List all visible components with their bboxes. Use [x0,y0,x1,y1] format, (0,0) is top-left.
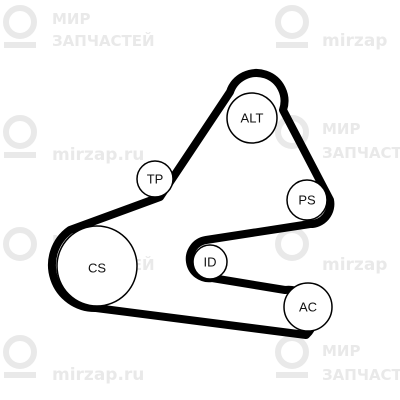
watermark-layer: МИР ЗАПЧАСТЕЙ mirzap mirzap.ru МИР ЗАПЧА… [3,5,400,385]
watermark-top-left: МИР ЗАПЧАСТЕЙ [3,5,155,50]
watermark-ru-line2: ЗАПЧАСТЕЙ [322,365,400,384]
pulley-id-label: ID [204,255,217,270]
pulley-ac-circle [283,282,333,332]
watermark-logo-icon [3,227,37,261]
watermark-ru-line1: МИР [322,120,360,138]
watermark-domain: mirzap.ru [52,365,144,385]
pulleys: ALT TP PS CS ID AC [56,92,333,332]
watermark-mid-right: МИР ЗАПЧАСТЕЙ [275,115,400,162]
watermark-bottom-right: МИР ЗАПЧАСТЕЙ [275,335,400,384]
watermark-bottom-left: mirzap.ru [3,335,144,385]
watermark-lower-right: mirzap [275,227,387,275]
pulley-ps: PS [286,179,328,221]
watermark-logo-icon [275,335,309,369]
watermark-logo-base-icon [4,42,36,48]
watermark-mid-left: mirzap.ru [3,115,144,165]
watermark-domain: mirzap.ru [52,145,144,165]
pulley-ac: AC [283,282,333,332]
pulley-ac-label: AC [299,300,317,315]
watermark-logo-base-icon [276,372,308,378]
watermark-logo-icon [275,5,309,39]
watermark-logo-icon [3,115,37,149]
watermark-domain-short: mirzap [322,31,387,51]
pulley-cs: CS [56,225,138,307]
pulley-id-circle [192,244,228,280]
pulley-ps-circle [286,179,328,221]
pulley-tp: TP [136,160,174,198]
watermark-ru-line2: ЗАПЧАСТЕЙ [52,31,155,50]
pulley-id: ID [192,244,228,280]
watermark-logo-icon [275,115,309,149]
watermark-logo-icon [3,5,37,39]
watermark-logo-base-icon [276,42,308,48]
pulley-ps-label: PS [298,193,316,208]
watermark-ru-line1: МИР [52,10,90,28]
pulley-alt-circle [226,92,278,144]
watermark-ru-line2: ЗАПЧАСТЕЙ [322,143,400,162]
pulley-cs-label: CS [88,261,106,276]
pulley-alt: ALT [226,92,278,144]
pulley-tp-label: TP [147,172,164,187]
watermark-top-right: mirzap [275,5,387,51]
watermark-logo-icon [3,335,37,369]
watermark-logo-base-icon [4,372,36,378]
watermark-domain-short: mirzap [322,255,387,275]
pulley-alt-label: ALT [241,111,264,126]
watermark-logo-icon [275,227,309,261]
watermark-logo-base-icon [4,152,36,158]
watermark-ru-line1: МИР [322,342,360,360]
pulley-tp-circle [136,160,174,198]
pulley-cs-circle [56,225,138,307]
